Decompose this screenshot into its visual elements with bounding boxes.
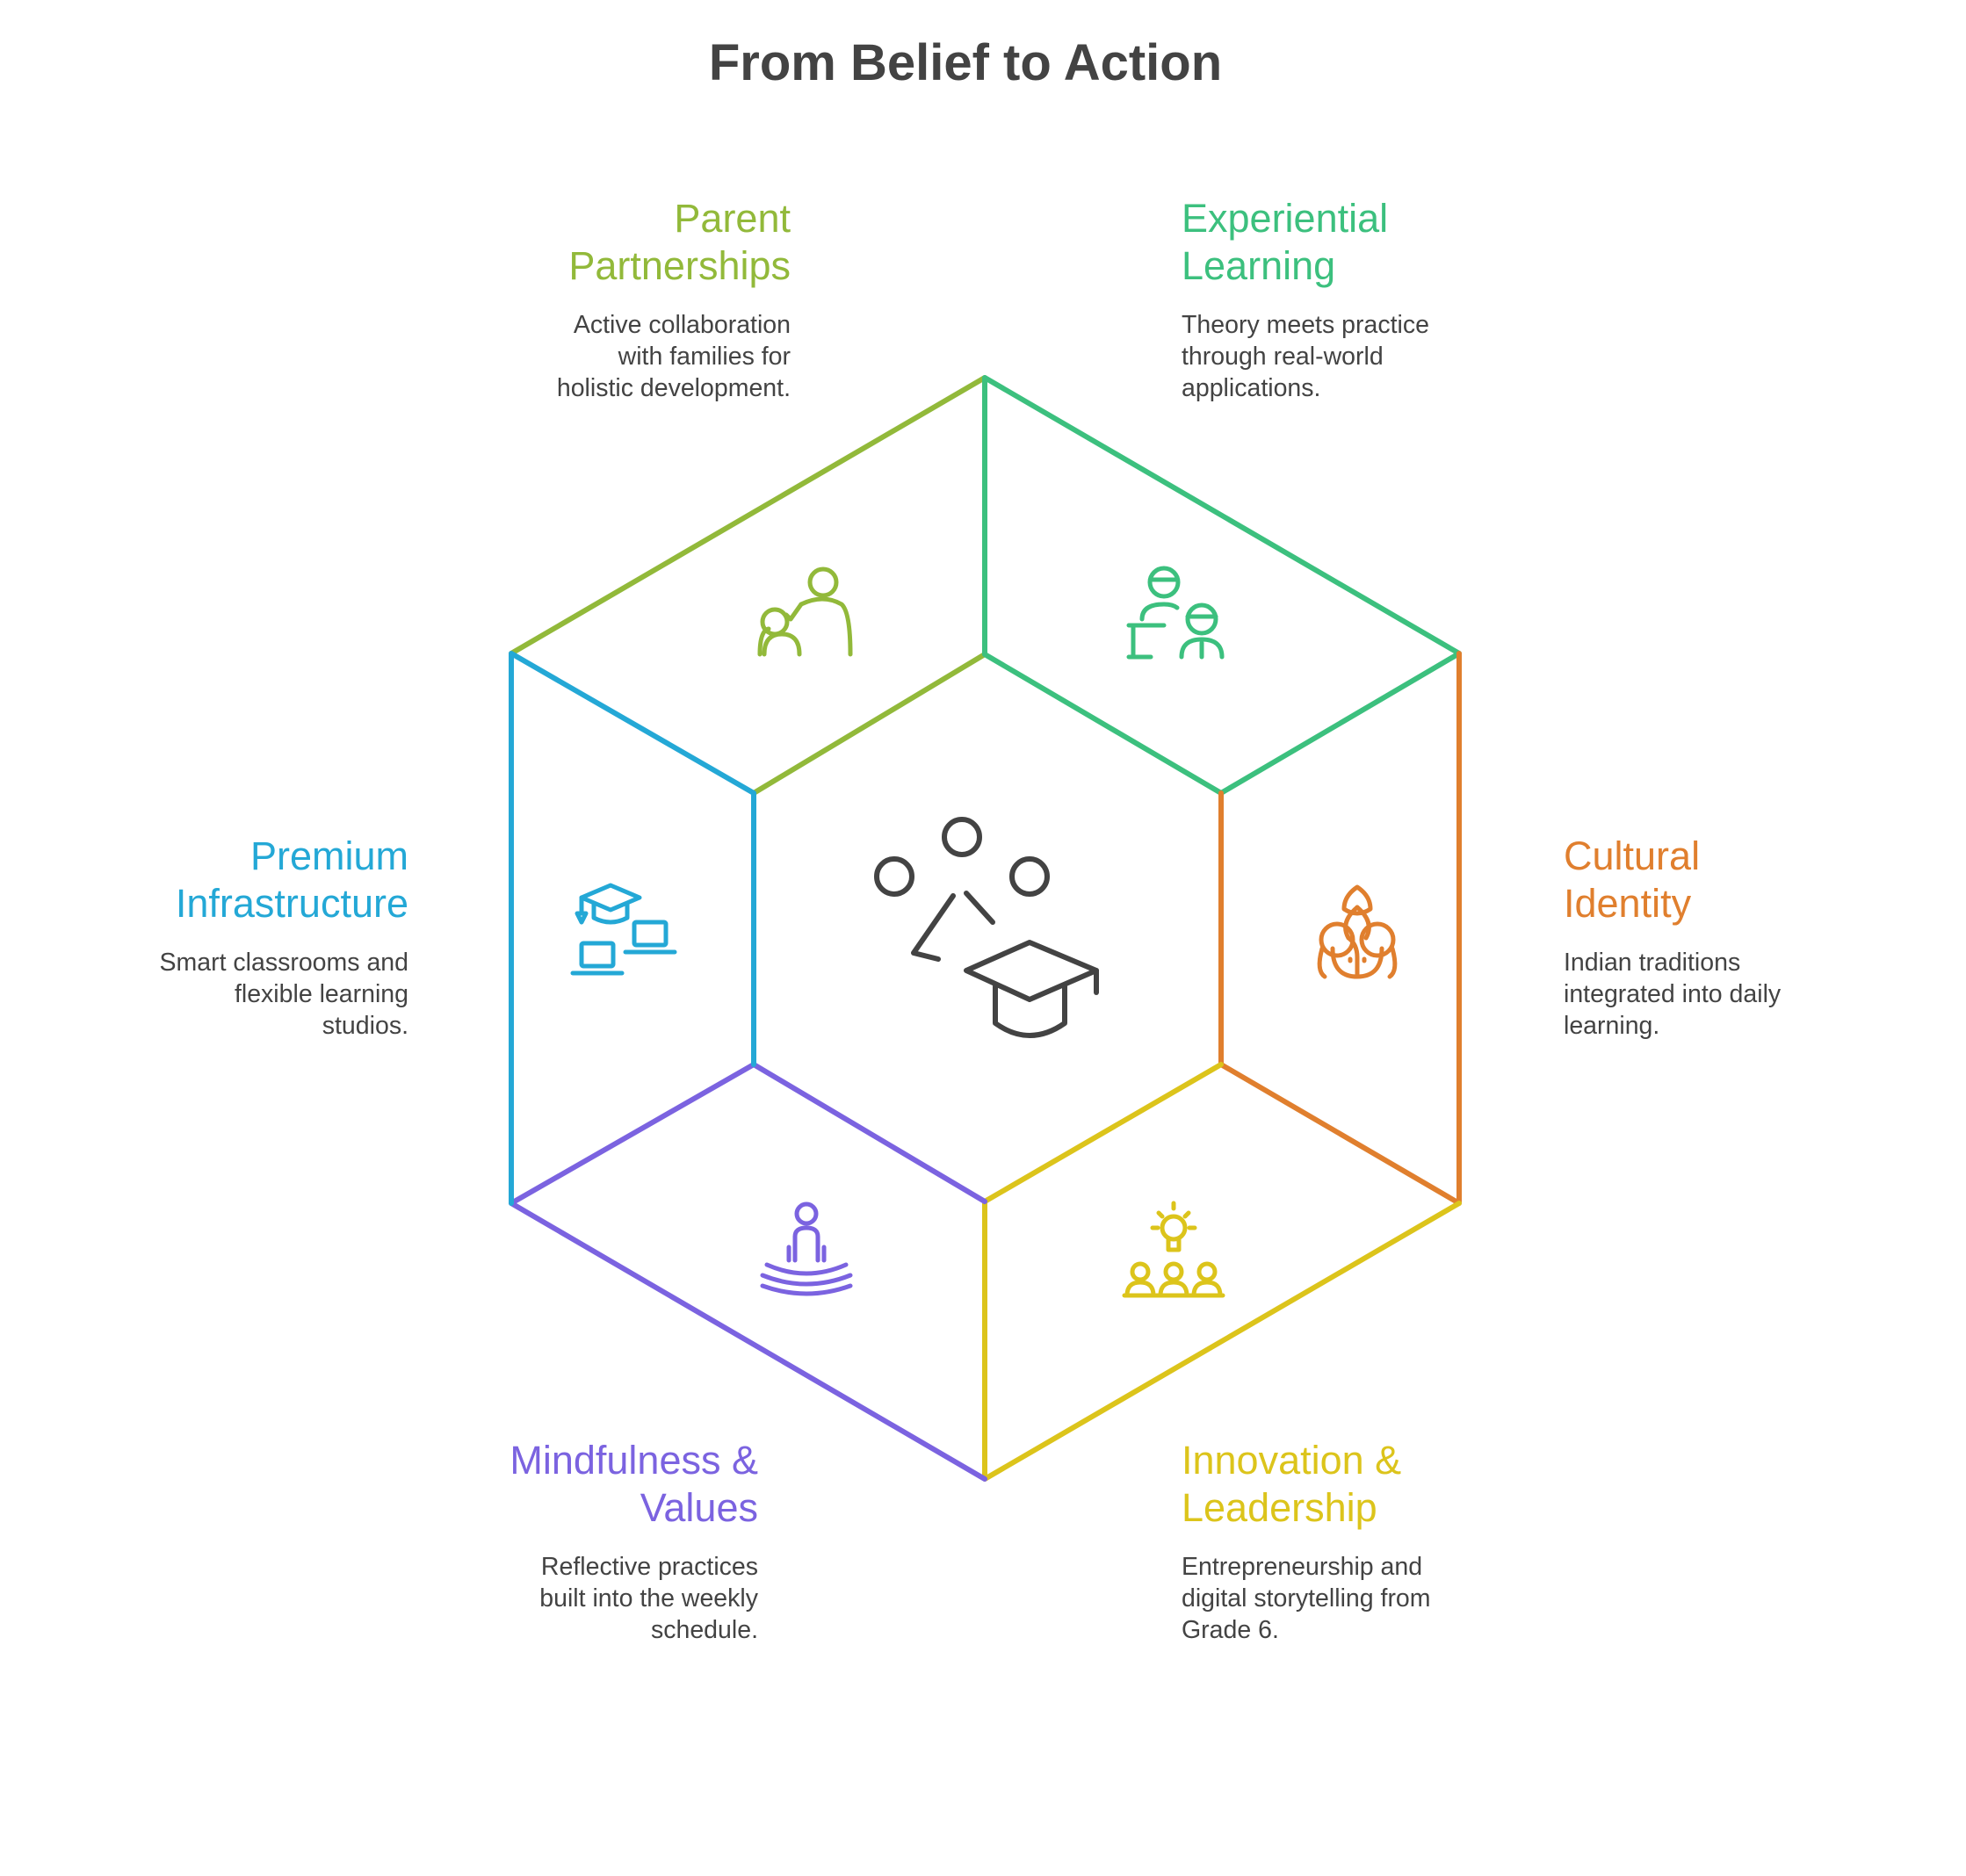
- segment-description: Indian traditions integrated into daily …: [1564, 947, 1933, 1042]
- description-line: digital storytelling from: [1182, 1584, 1431, 1613]
- description-line: learning.: [1564, 1012, 1660, 1040]
- segment-infrastructure: Premium Infrastructure Smart classrooms …: [40, 833, 408, 1042]
- description-line: integrated into daily: [1564, 980, 1782, 1008]
- description-line: studios.: [322, 1012, 408, 1040]
- description-line: Indian traditions: [1564, 949, 1741, 977]
- segment-parent: Parent Partnerships Active collaboration…: [422, 195, 791, 404]
- infrastructure-segment: [509, 651, 756, 1206]
- heading-line: Identity: [1564, 881, 1692, 926]
- cultural-segment: [1218, 651, 1462, 1206]
- segment-description: Reflective practices built into the week…: [389, 1551, 758, 1646]
- traditional-woman-icon: [1317, 884, 1398, 979]
- segment-heading: Parent Partnerships: [422, 195, 791, 290]
- description-line: schedule.: [650, 1616, 758, 1644]
- description-line: with families for: [618, 343, 791, 371]
- heading-line: Partnerships: [568, 243, 791, 288]
- teacher-student-icon: [1126, 566, 1225, 660]
- graduation-laptops-icon: [570, 883, 677, 976]
- segment-description: Theory meets practice through real-world…: [1182, 309, 1550, 404]
- heading-line: Mindfulness &: [510, 1438, 758, 1483]
- description-line: Reflective practices: [540, 1553, 758, 1581]
- segment-heading: Innovation & Leadership: [1182, 1437, 1550, 1532]
- segment-mindfulness: Mindfulness & Values Reflective practice…: [389, 1437, 758, 1646]
- segment-cultural: Cultural Identity Indian traditions inte…: [1564, 833, 1933, 1042]
- heading-line: Premium: [249, 833, 408, 878]
- heading-line: Learning: [1182, 243, 1336, 288]
- description-line: Grade 6.: [1182, 1616, 1279, 1644]
- description-line: Active collaboration: [573, 311, 791, 339]
- description-line: Entrepreneurship and: [1182, 1553, 1423, 1581]
- education-people-graduation-cap-icon: [874, 817, 1099, 1038]
- description-line: flexible learning: [234, 980, 408, 1008]
- heading-line: Cultural: [1564, 833, 1701, 878]
- segment-description: Entrepreneurship and digital storytellin…: [1182, 1551, 1550, 1646]
- heading-line: Experiential: [1182, 196, 1389, 241]
- segment-heading: Mindfulness & Values: [389, 1437, 758, 1532]
- innovation-segment: [982, 1062, 1462, 1482]
- parent-segment: [509, 375, 987, 796]
- description-line: Smart classrooms and: [159, 949, 408, 977]
- lightbulb-team-icon: [1122, 1201, 1225, 1298]
- heading-line: Leadership: [1182, 1485, 1377, 1530]
- segment-experiential: Experiential Learning Theory meets pract…: [1182, 195, 1550, 404]
- segment-description: Smart classrooms and flexible learning s…: [40, 947, 408, 1042]
- heading-line: Values: [640, 1485, 758, 1530]
- experiential-segment: [982, 375, 1462, 796]
- segment-description: Active collaboration with families for h…: [422, 309, 791, 404]
- description-line: holistic development.: [556, 374, 791, 402]
- segment-heading: Premium Infrastructure: [40, 833, 408, 927]
- heading-line: Innovation &: [1182, 1438, 1402, 1483]
- heading-line: Parent: [674, 196, 791, 241]
- description-line: Theory meets practice: [1182, 311, 1429, 339]
- segment-heading: Experiential Learning: [1182, 195, 1550, 290]
- segment-heading: Cultural Identity: [1564, 833, 1933, 927]
- meditation-icon: [760, 1201, 853, 1296]
- page-title: From Belief to Action: [708, 34, 1223, 91]
- parent-child-icon: [757, 566, 853, 657]
- description-line: through real-world: [1182, 343, 1384, 371]
- mindfulness-segment: [509, 1062, 987, 1482]
- description-line: built into the weekly: [539, 1584, 758, 1613]
- segment-innovation: Innovation & Leadership Entrepreneurship…: [1182, 1437, 1550, 1646]
- description-line: applications.: [1182, 374, 1321, 402]
- heading-line: Infrastructure: [175, 881, 408, 926]
